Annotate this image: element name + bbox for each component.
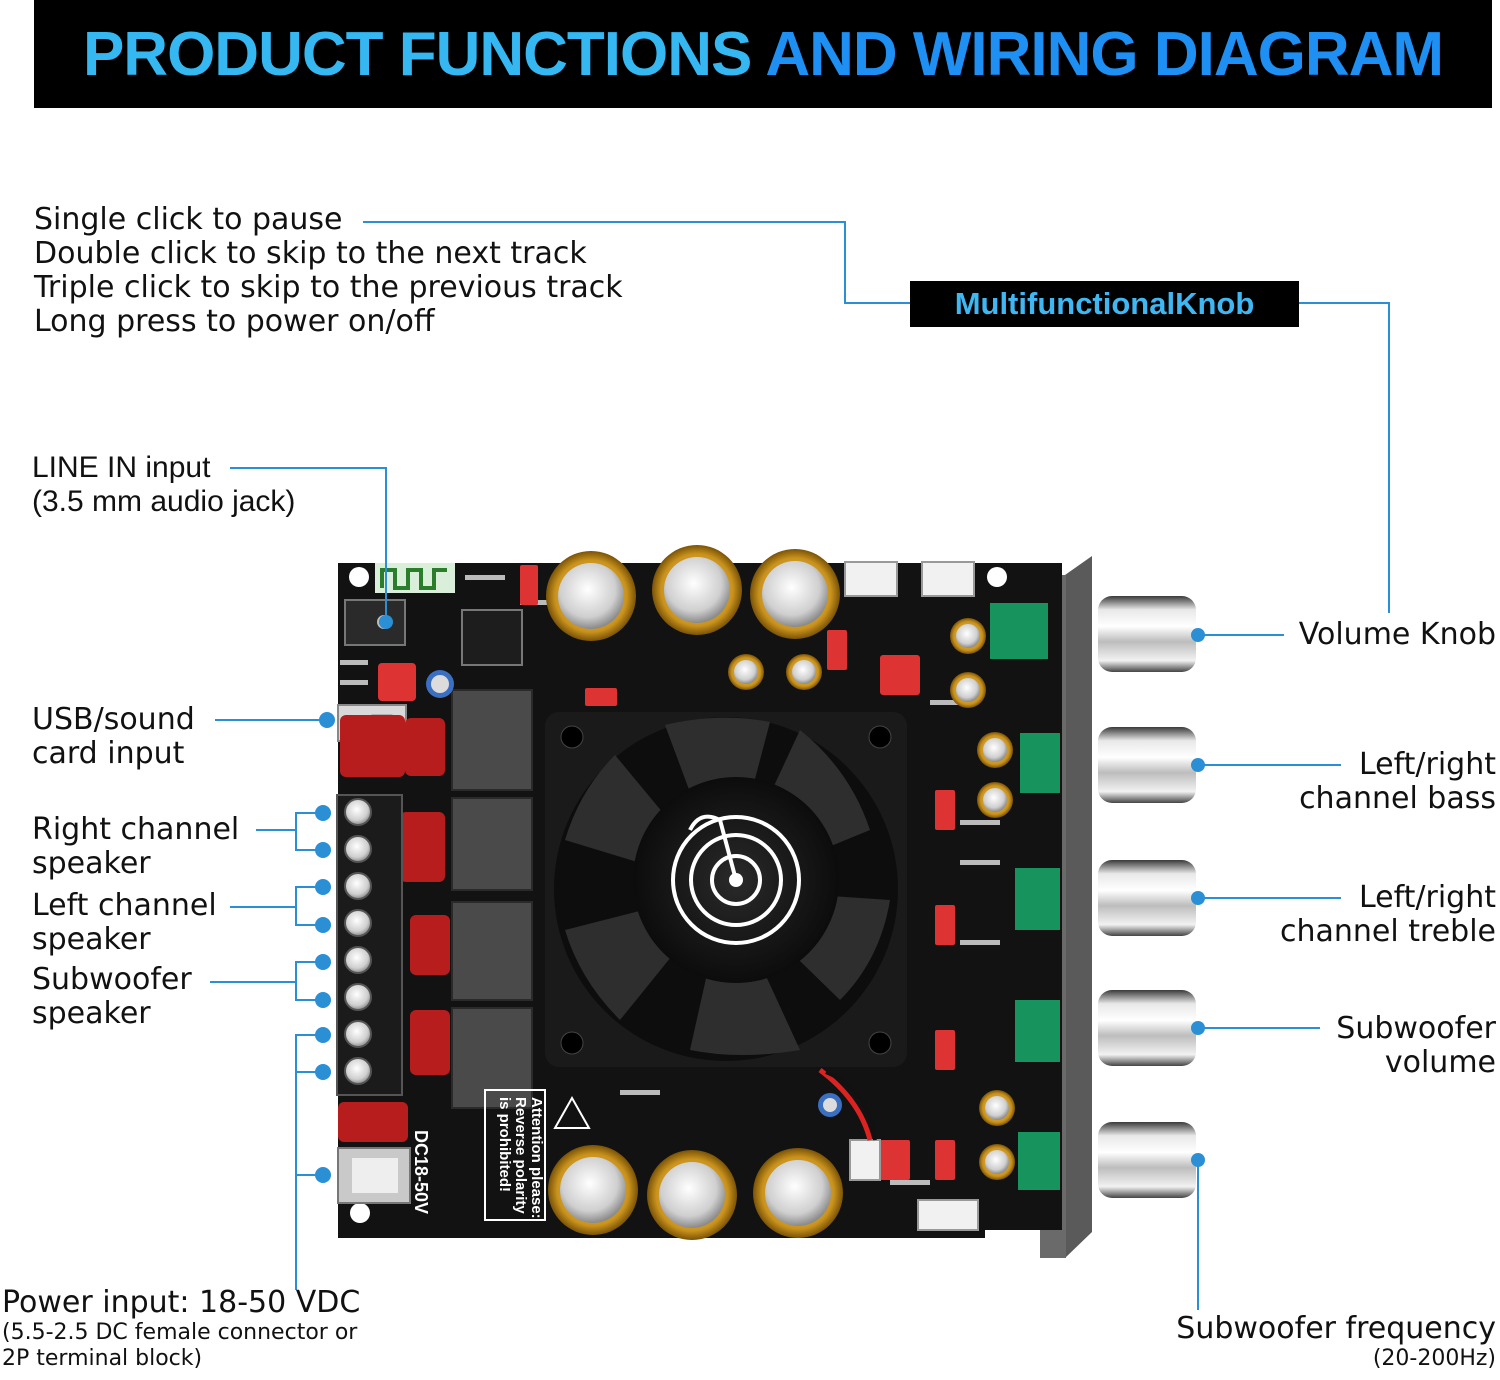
warning-line-2: Reverse polarity — [512, 1097, 529, 1214]
line-in-label: LINE IN input (3.5 mm audio jack) — [32, 451, 295, 519]
filter-capacitors-top — [546, 545, 840, 641]
warning-line-1: Attention please: — [528, 1097, 545, 1219]
knob-function-2: Double click to skip to the next track — [34, 236, 587, 271]
usb-line-2: card input — [32, 736, 185, 771]
sub-volume-knob[interactable] — [1098, 990, 1196, 1066]
sub-volume-line-1: Subwoofer — [1336, 1011, 1496, 1046]
sub-volume-label: Subwoofer volume — [1336, 1012, 1496, 1080]
power-label: Power input: 18-50 VDC (5.5-2.5 DC femal… — [2, 1286, 360, 1372]
sub-speaker-label: Subwoofer speaker — [32, 963, 192, 1031]
usb-label: USB/sound card input — [32, 703, 195, 771]
warning-triangle-icon — [553, 1095, 591, 1129]
right-speaker-line-2: speaker — [32, 846, 151, 881]
treble-knob[interactable] — [1098, 860, 1196, 936]
leader-lines — [210, 221, 1390, 1310]
volume-knob-text: Volume Knob — [1298, 617, 1496, 652]
small-capacitors — [426, 618, 1015, 1180]
potentiometers — [990, 603, 1060, 1190]
right-speaker-line-1: Right channel — [32, 812, 240, 847]
title-part1: PRODUCT FUNCTIONS — [82, 19, 752, 89]
line-in-detail: (3.5 mm audio jack) — [32, 485, 296, 518]
title-part2: AND WIRING DIAGRAM — [765, 19, 1444, 89]
page-title: PRODUCT FUNCTIONS AND WIRING DIAGRAM — [82, 19, 1444, 90]
knob-function-4: Long press to power on/off — [34, 304, 435, 339]
knob-function-1: Single click to pause — [34, 202, 343, 237]
dsp-chip — [461, 609, 523, 666]
inductors — [451, 689, 533, 1109]
sub-speaker-line-2: speaker — [32, 996, 151, 1031]
terminal-block — [336, 794, 403, 1096]
red-capacitors — [378, 565, 955, 1180]
power-detail-1: (5.5-2.5 DC female connector or — [2, 1320, 358, 1345]
dc-range-text: DC18-50V — [411, 1130, 431, 1214]
multifunctional-knob-tag: MultifunctionalKnob — [910, 281, 1299, 327]
power-main: Power input: 18-50 VDC — [2, 1285, 361, 1320]
treble-label: Left/right channel treble — [1280, 881, 1496, 949]
knob-function-3: Triple click to skip to the previous tra… — [34, 270, 623, 305]
sub-speaker-line-1: Subwoofer — [32, 962, 192, 997]
audio-jack — [344, 599, 406, 646]
bass-line-1: Left/right — [1358, 747, 1496, 782]
polarity-warning-box: Attention please: Reverse polarity is pr… — [411, 1089, 546, 1221]
knob-functions-label: Single click to pause Double click to sk… — [34, 203, 623, 339]
volume-knob[interactable] — [1098, 596, 1196, 672]
jst-connectors — [844, 561, 979, 1231]
bass-knob[interactable] — [1098, 727, 1196, 803]
right-speaker-label: Right channel speaker — [32, 813, 239, 881]
bass-line-2: channel bass — [1299, 781, 1496, 816]
line-in-title: LINE IN input — [32, 451, 211, 484]
left-speaker-label: Left channel speaker — [32, 889, 217, 957]
power-detail-2: 2P terminal block) — [2, 1346, 203, 1371]
leader-dots — [315, 615, 1205, 1183]
left-speaker-line-1: Left channel — [32, 888, 217, 923]
cooling-fan — [545, 712, 907, 1067]
sub-freq-main: Subwoofer frequency — [1176, 1311, 1496, 1346]
terminal-screws — [344, 798, 372, 1085]
volume-knob-label: Volume Knob — [1299, 618, 1496, 652]
chrome-knobs — [1098, 596, 1196, 1198]
sub-freq-label: Subwoofer frequency (20-200Hz) — [1176, 1312, 1496, 1372]
header-banner: PRODUCT FUNCTIONS AND WIRING DIAGRAM — [34, 0, 1492, 108]
usb-line-1: USB/sound — [32, 702, 195, 737]
sub-freq-range: (20-200Hz) — [1372, 1346, 1496, 1371]
warning-line-3: is prohibited! — [496, 1097, 513, 1192]
sub-volume-line-2: volume — [1384, 1045, 1496, 1080]
sub-freq-knob[interactable] — [1098, 1122, 1196, 1198]
filter-capacitors-bottom — [548, 1145, 843, 1240]
treble-line-1: Left/right — [1358, 880, 1496, 915]
bass-label: Left/right channel bass — [1299, 748, 1496, 816]
treble-line-2: channel treble — [1280, 914, 1496, 949]
left-speaker-line-2: speaker — [32, 922, 151, 957]
